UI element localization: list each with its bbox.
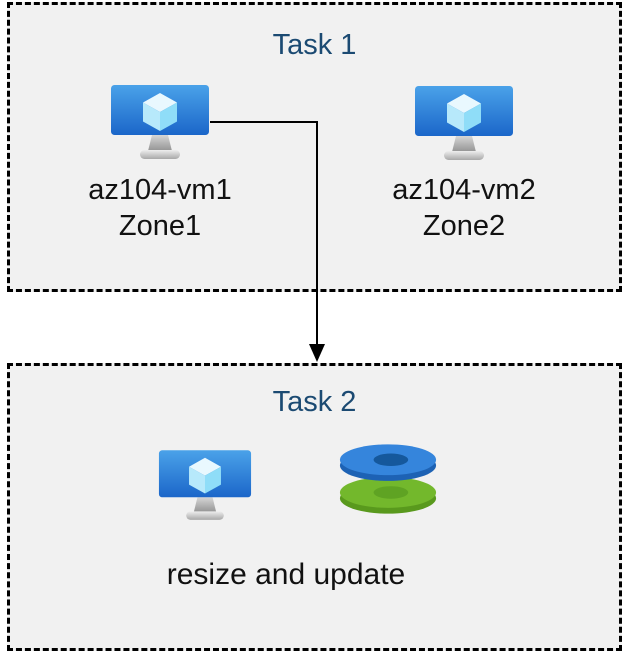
vm2-label: az104-vm2 Zone2 bbox=[364, 172, 564, 244]
task2-box: Task 2 bbox=[7, 363, 622, 651]
task2-title: Task 2 bbox=[272, 386, 357, 418]
task2-caption: resize and update bbox=[166, 558, 406, 591]
azure-vm-icon bbox=[110, 85, 210, 161]
vm1-name: az104-vm1 bbox=[88, 174, 232, 206]
vm1-zone: Zone1 bbox=[118, 210, 202, 242]
azure-vm-icon bbox=[158, 450, 252, 522]
azure-vm-icon bbox=[414, 86, 514, 162]
vm2-name: az104-vm2 bbox=[392, 174, 536, 206]
task1-title: Task 1 bbox=[272, 29, 357, 61]
azure-disks-icon bbox=[338, 443, 438, 515]
vm1-label: az104-vm1 Zone1 bbox=[60, 172, 260, 244]
vm2-zone: Zone2 bbox=[422, 210, 506, 242]
task1-box: Task 1 bbox=[7, 2, 622, 292]
